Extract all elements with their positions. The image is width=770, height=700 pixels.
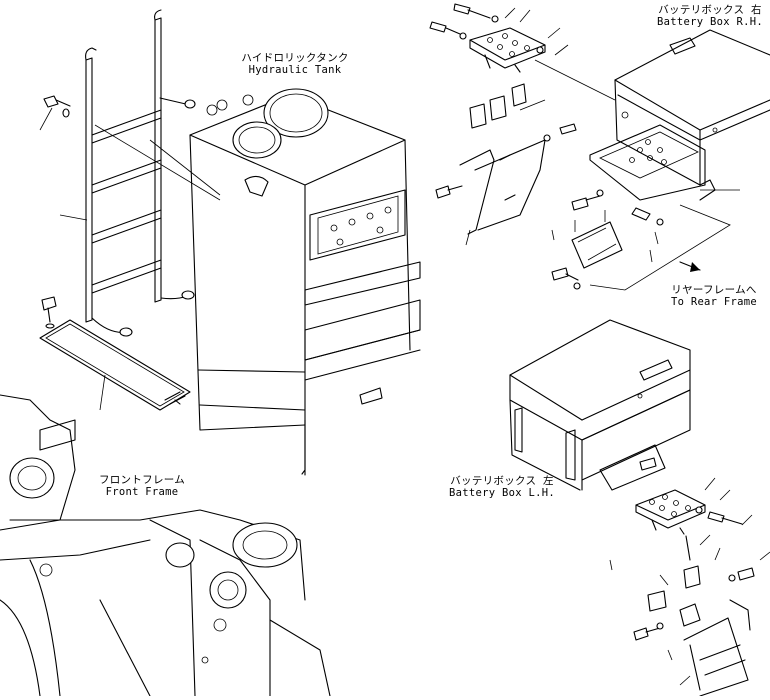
rear-frame-arrow — [679, 261, 701, 272]
battery-mount-plate-top — [429, 3, 546, 73]
battery-box-lh-label-jp: バッテリボックス 左 — [450, 475, 554, 487]
hydraulic-tank-label-en: Hydraulic Tank — [248, 64, 342, 76]
ladder — [59, 9, 221, 337]
front-frame-label-jp: フロントフレーム — [98, 474, 186, 486]
bolt-ladder-top — [39, 95, 71, 131]
hydraulic-tank-label: ハイドロリックタンク Hydraulic Tank — [240, 52, 350, 76]
battery-clamp-rh — [435, 83, 664, 290]
rear-frame-label-en: To Rear Frame — [670, 296, 758, 308]
hydraulic-tank — [149, 88, 421, 476]
battery-box-rh — [534, 29, 770, 291]
rear-frame-label: リヤーフレームへ To Rear Frame — [664, 284, 764, 308]
front-frame — [0, 394, 331, 697]
front-frame-label: フロントフレーム Front Frame — [92, 474, 192, 498]
battery-box-rh-label-jp: バッテリボックス 右 — [658, 4, 762, 16]
hydraulic-tank-label-jp: ハイドロリックタンク — [241, 52, 349, 64]
battery-box-lh — [509, 319, 691, 491]
battery-box-lh-label: バッテリボックス 左 Battery Box L.H. — [442, 475, 562, 499]
rear-frame-label-jp: リヤーフレームへ — [671, 284, 757, 296]
battery-box-lh-label-en: Battery Box L.H. — [449, 487, 555, 499]
step-plate — [39, 296, 191, 411]
battery-mount-plate-bottom — [635, 457, 743, 535]
battery-box-rh-label-en: Battery Box R.H. — [657, 16, 763, 28]
front-frame-label-en: Front Frame — [105, 486, 179, 498]
battery-box-rh-label: バッテリボックス 右 Battery Box R.H. — [650, 4, 770, 28]
leader-lines — [465, 7, 770, 686]
battery-clamp-lh — [633, 535, 755, 697]
